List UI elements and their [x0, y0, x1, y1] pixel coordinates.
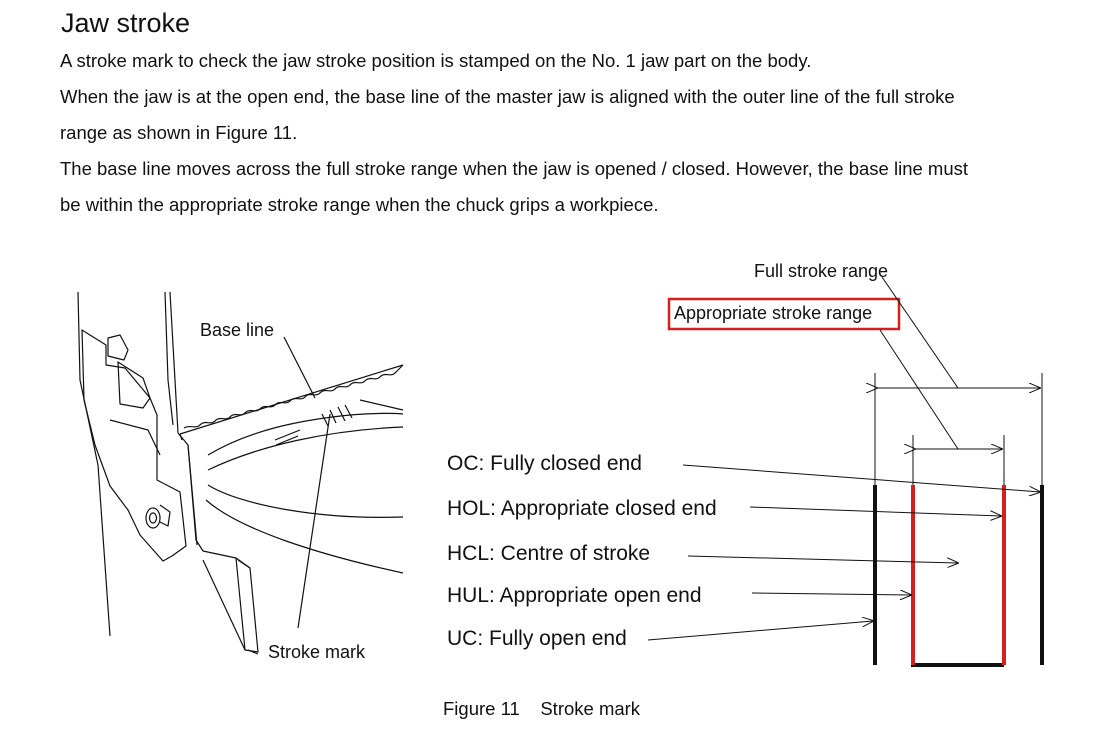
figure-caption: Figure 11 Stroke mark	[443, 698, 641, 719]
appropriate-stroke-range-box	[667, 297, 901, 331]
stroke-mark-label: Stroke mark	[268, 642, 366, 662]
stroke-range-diagram: Full stroke range Appropriate stroke ran…	[447, 261, 1044, 667]
paragraph-line: range as shown in Figure 11.	[60, 122, 298, 143]
page-title: Jaw stroke	[61, 8, 191, 38]
chuck-drawing	[77, 291, 404, 655]
hcl-label: HCL: Centre of stroke	[447, 542, 650, 565]
paragraph-line: The base line moves across the full stro…	[60, 158, 969, 179]
base-line-label: Base line	[200, 320, 274, 340]
paragraph-line: A stroke mark to check the jaw stroke po…	[60, 50, 812, 71]
hul-label: HUL: Appropriate open end	[447, 584, 702, 607]
full-stroke-range-label: Full stroke range	[754, 261, 888, 281]
uc-label: UC: Fully open end	[447, 627, 627, 650]
paragraph-line: When the jaw is at the open end, the bas…	[60, 86, 955, 107]
hol-label: HOL: Appropriate closed end	[447, 497, 717, 520]
oc-label: OC: Fully closed end	[447, 452, 642, 475]
paragraph-line: be within the appropriate stroke range w…	[60, 194, 659, 215]
appropriate-stroke-range-label: Appropriate stroke range	[674, 303, 872, 323]
